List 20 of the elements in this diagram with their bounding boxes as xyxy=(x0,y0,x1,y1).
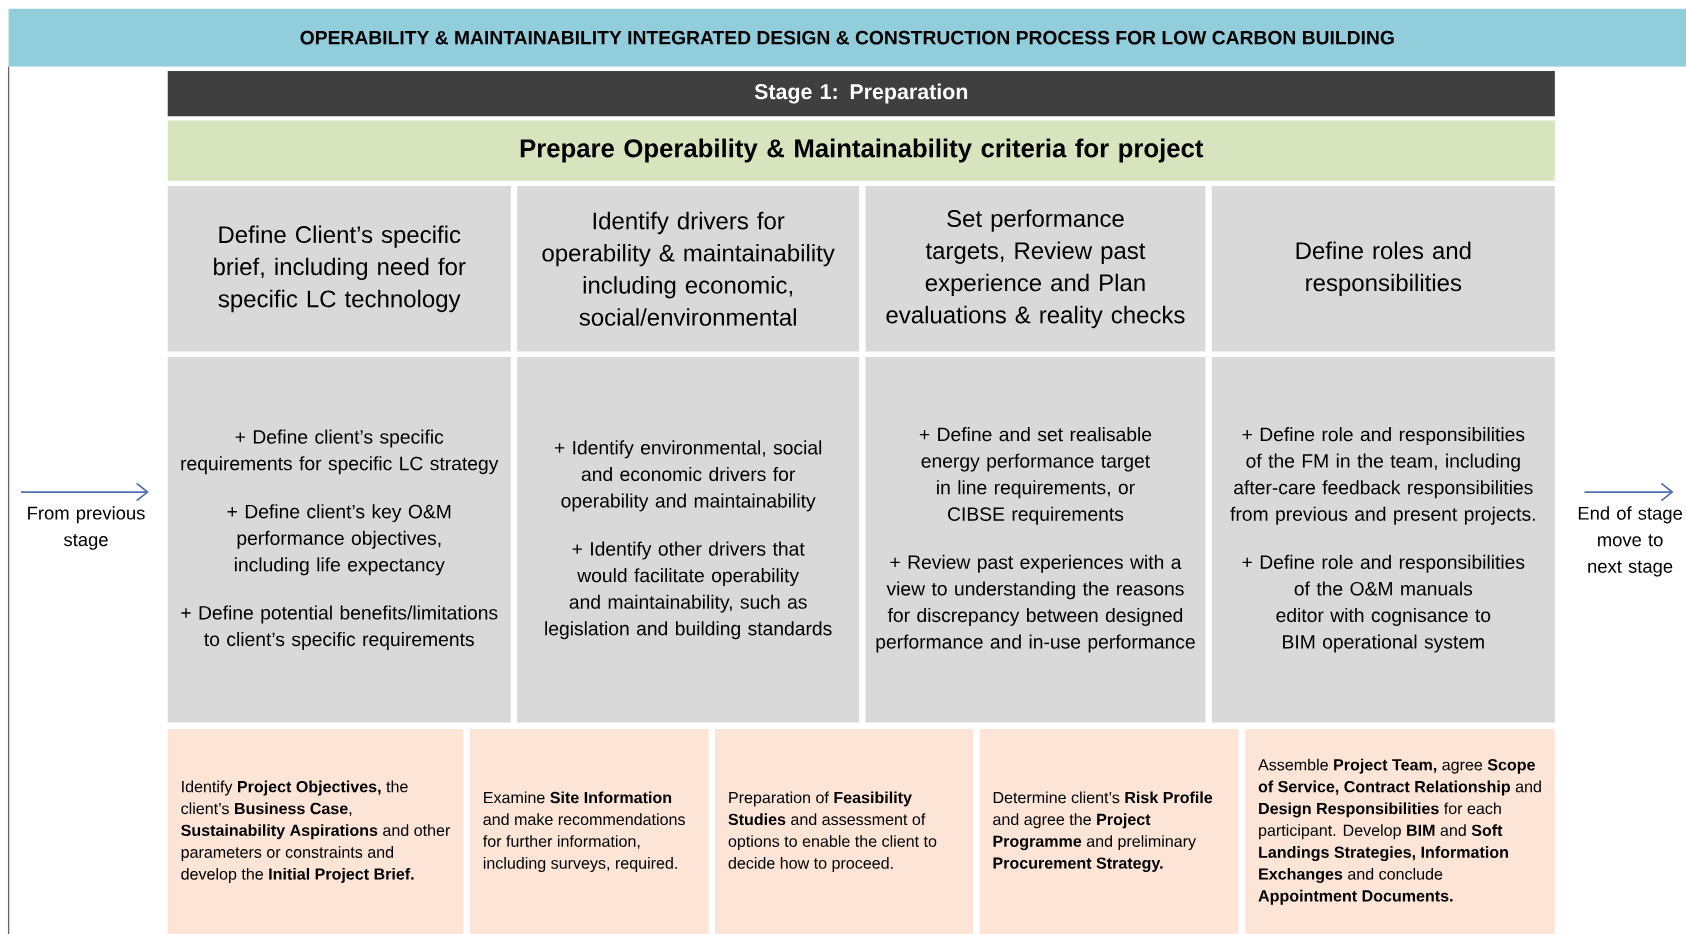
activity-box: Define Client’s specific brief, including need for specific LC technology xyxy=(167,185,511,352)
stage-note: End of stage move to next stage xyxy=(1578,506,1682,577)
task-box: Assemble Project Team, agree Scope of Service, Contract Relationship and Design Responsibilities for each participant. Develop BIM and Soft Landings Strategies, Information Exchanges and conclude Appointment Documents. xyxy=(1245,728,1555,934)
activity-box: Identify drivers for operability & maintainability including economic, social/environmental xyxy=(517,185,860,352)
task-box: Determine client’s Risk Profile and agree the Project Programme and preliminary Procurement Strategy. xyxy=(979,728,1239,934)
criteria-band: Prepare Operability & Maintainability criteria for project xyxy=(167,120,1555,181)
stage-bar: Stage 1: Preparation xyxy=(167,70,1555,116)
activity-box: Set performance targets, Review past experience and Plan evaluations & reality checks xyxy=(865,185,1206,352)
task-box: Identify Project Objectives, the client’s Business Case, Sustainability Aspirations and other parameters or constraints and develop the Initial Project Brief. xyxy=(167,728,464,934)
arrow xyxy=(20,482,149,502)
stage-note: From previous stage xyxy=(28,505,145,550)
task-list-box: + Identify environmental, social and economic drivers for operability and maintainability + Identify other drivers that would facilitate operability and maintainability, such as legislation and building standards xyxy=(517,356,860,723)
task-box: Preparation of Feasibility Studies and assessment of options to enable the client to decide how to proceed. xyxy=(715,728,974,934)
task-list-box: + Define role and responsibilities of the FM in the team, including after-care feedback responsibilities from previous and present projects. + Define role and responsibilities of the O&M manuals editor with cognisance to BIM operational system xyxy=(1211,356,1555,723)
task-list-box: + Define client’s specific requirements for specific LC strategy + Define client’s key O&M performance objectives, including life expectancy + Define potential benefits/limitations to client’s specific requirements xyxy=(167,356,511,723)
activity-box: Define roles and responsibilities xyxy=(1211,185,1555,352)
task-box: Examine Site Information and make recommendations for further information, including surveys, required. xyxy=(469,728,709,934)
task-list-box: + Define and set realisable energy performance target in line requirements, or CIBSE requirements + Review past experiences with a view to understanding the reasons for discrepancy between designed performance and in-use performance xyxy=(865,356,1206,723)
title-band: OPERABILITY & MAINTAINABILITY INTEGRATED DESIGN & CONSTRUCTION PROCESS FOR LOW CARBON BUILDING xyxy=(8,8,1686,67)
arrow xyxy=(1583,482,1674,502)
